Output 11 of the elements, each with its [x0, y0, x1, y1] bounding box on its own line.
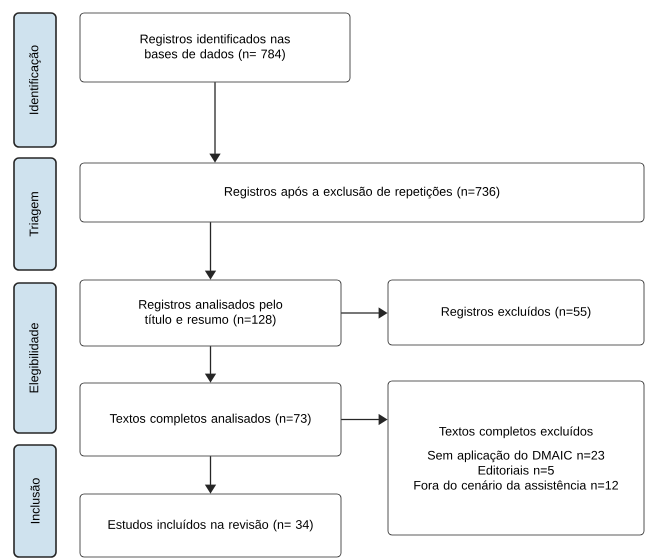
process-box: Registros analisados pelo título e resumo (n=128) — [80, 280, 342, 346]
process-box: Textos completos analisados (n=73) — [80, 382, 342, 456]
process-box: Estudos incluídos na revisão (n= 34) — [80, 494, 342, 558]
process-box: Registros identificados nas bases de dados (n= 784) — [80, 12, 350, 82]
process-box: Textos completos excluídos Sem aplicação do DMAIC n=23 Editoriais n=5 Fora do cenário da assistência n=12 — [388, 380, 644, 536]
stage-label: Triagem — [13, 157, 57, 271]
process-box: Registros excluídos (n=55) — [388, 280, 644, 346]
stage-label: Identificação — [13, 12, 57, 148]
stage-label: Inclusão — [13, 444, 57, 558]
process-box: Registros após a exclusão de repetições (n=736) — [80, 162, 644, 222]
stage-label: Elegibilidade — [13, 282, 57, 434]
